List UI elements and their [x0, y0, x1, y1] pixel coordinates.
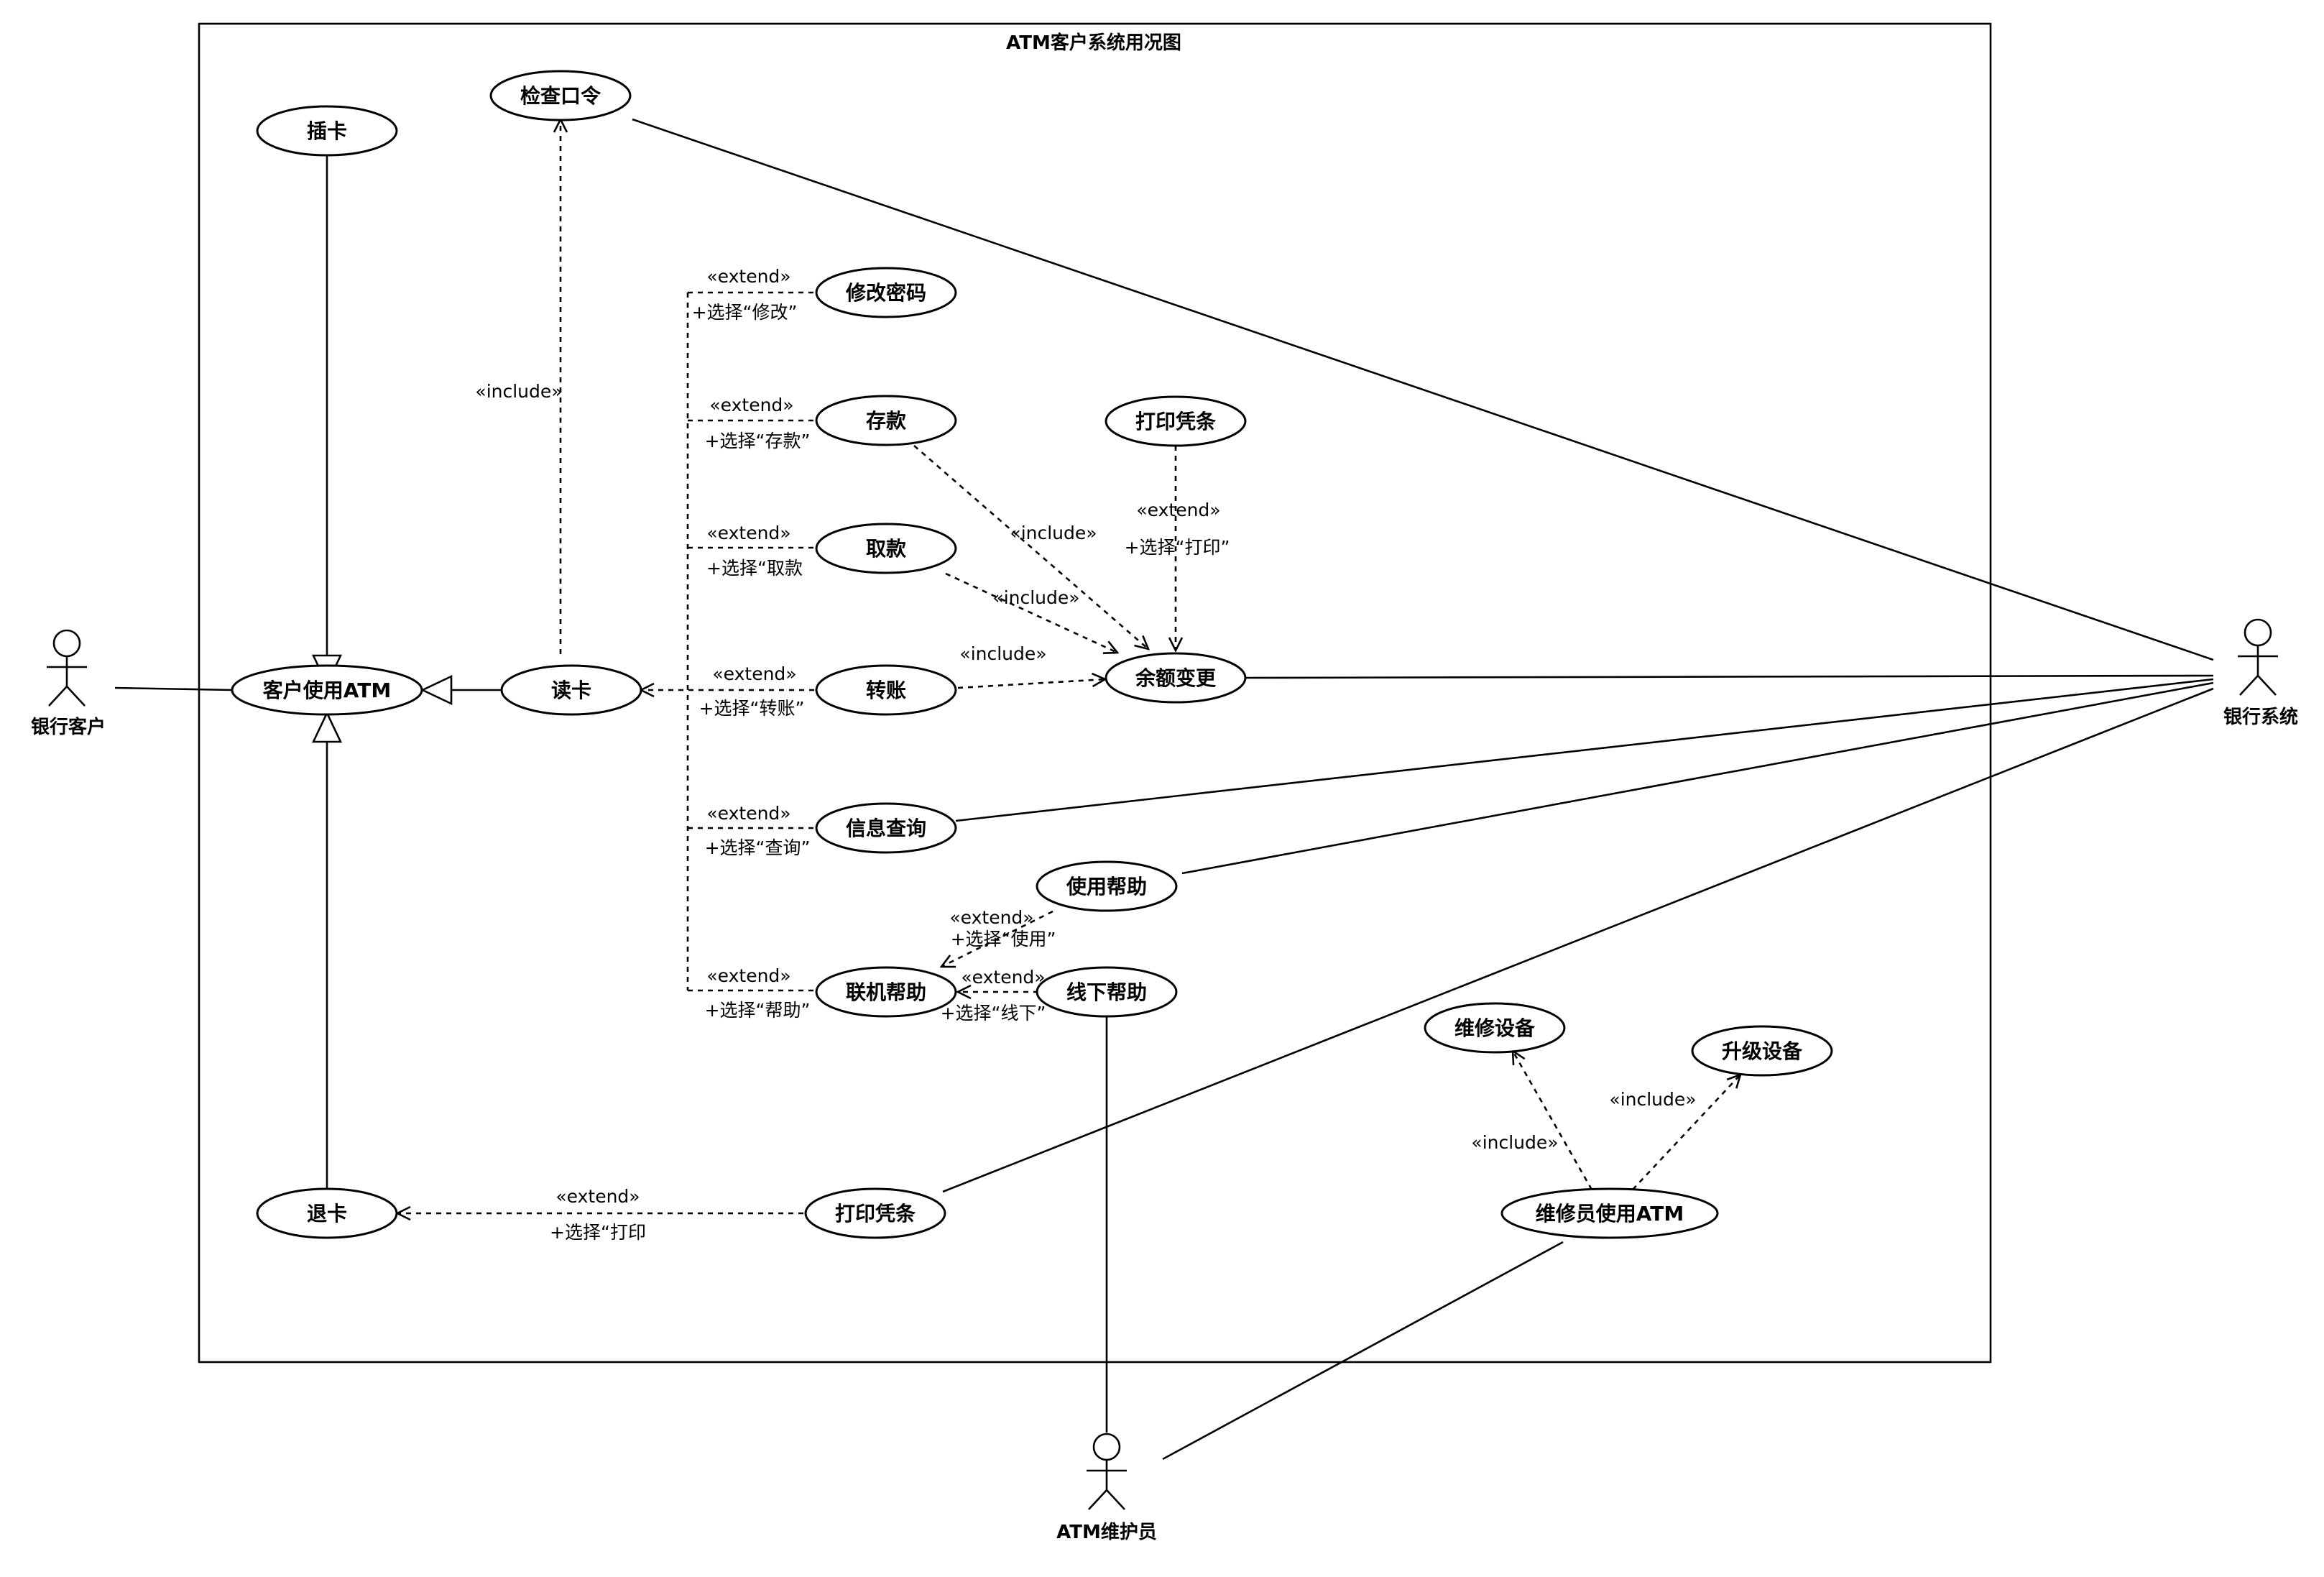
extend-label-offline-help: «extend»: [961, 967, 1045, 988]
use-case-label: 维修员使用ATM: [1536, 1202, 1684, 1226]
use-case-repair-device[interactable]: 维修设备: [1424, 1002, 1566, 1054]
stick-figure-icon: [47, 629, 87, 707]
actor-bank-system[interactable]: 银行系统: [2223, 618, 2298, 728]
extend-label-help: «extend»: [706, 965, 790, 986]
use-case-customer-use-atm[interactable]: 客户使用ATM: [231, 664, 423, 716]
use-case-deposit[interactable]: 存款: [815, 395, 957, 446]
extend-label-deposit: «extend»: [709, 395, 793, 415]
use-case-label: 线下帮助: [1066, 980, 1147, 1004]
system-boundary: [198, 22, 1992, 1364]
include-label-check-password: «include»: [475, 381, 562, 402]
select-label-offline-help: +选择“线下”: [941, 1003, 1046, 1024]
select-label-help: +选择“帮助”: [705, 1000, 811, 1021]
assoc-customer: [114, 686, 233, 691]
actor-label: ATM维护员: [1056, 1521, 1157, 1543]
select-label-print: +选择“打印”: [1125, 537, 1230, 558]
use-case-upgrade-device[interactable]: 升级设备: [1691, 1025, 1833, 1077]
use-case-balance-change[interactable]: 余额变更: [1105, 652, 1247, 704]
stick-figure-icon: [1087, 1433, 1127, 1510]
extend-use-help: [941, 910, 1053, 967]
include-label-repair: «include»: [1471, 1132, 1558, 1153]
use-case-label: 维修设备: [1454, 1016, 1536, 1040]
select-label-modify: +选择“修改”: [692, 302, 798, 323]
actor-label: 银行客户: [31, 716, 106, 738]
extend-label-use-help: «extend»: [949, 907, 1033, 928]
use-case-label: 检查口令: [520, 84, 601, 108]
include-repair: [1513, 1051, 1593, 1190]
use-case-label: 读卡: [551, 679, 591, 702]
select-label-use-help: +选择“使用”: [951, 929, 1056, 950]
assoc-bank-print-bottom: [942, 687, 2214, 1193]
extend-label-withdraw: «extend»: [706, 523, 790, 543]
use-case-label: 插卡: [307, 119, 347, 143]
use-case-withdraw[interactable]: 取款: [815, 523, 957, 574]
use-case-check-password[interactable]: 检查口令: [489, 70, 632, 121]
include-withdraw-balance: [945, 572, 1117, 653]
extend-label-print: «extend»: [1136, 500, 1220, 520]
use-case-label: 退卡: [307, 1202, 347, 1226]
extend-label-modify: «extend»: [706, 266, 790, 287]
select-label-deposit: +选择“存款”: [705, 431, 811, 451]
use-case-read-card[interactable]: 读卡: [500, 664, 642, 716]
use-case-offline-help[interactable]: 线下帮助: [1036, 966, 1178, 1018]
use-case-print-receipt-top[interactable]: 打印凭条: [1105, 395, 1247, 447]
assoc-bank-use-help: [1181, 681, 2214, 875]
use-case-change-password[interactable]: 修改密码: [815, 267, 957, 318]
use-case-transfer[interactable]: 转账: [815, 664, 957, 716]
use-case-label: 打印凭条: [1135, 410, 1216, 433]
use-case-label: 信息查询: [846, 817, 926, 840]
use-case-label: 使用帮助: [1066, 875, 1147, 898]
include-deposit-balance: [913, 445, 1148, 649]
select-label-query: +选择“查询”: [705, 837, 811, 858]
use-case-online-help[interactable]: 联机帮助: [815, 966, 957, 1018]
use-case-label: 联机帮助: [846, 980, 926, 1004]
assoc-bank-check-password: [632, 118, 2214, 661]
include-label-transfer: «include»: [959, 643, 1046, 664]
include-label-withdraw: «include»: [992, 587, 1079, 608]
actor-label: 银行系统: [2223, 706, 2298, 728]
use-case-label: 升级设备: [1722, 1039, 1803, 1063]
use-case-label: 余额变更: [1135, 666, 1217, 690]
select-label-transfer: +选择“转账”: [699, 698, 805, 719]
use-case-label: 取款: [866, 537, 907, 561]
extend-label-print-bottom: «extend»: [555, 1186, 640, 1207]
stick-figure-icon: [2238, 618, 2278, 696]
include-label-upgrade: «include»: [1609, 1089, 1696, 1110]
assoc-maintainer-use-atm: [1162, 1241, 1564, 1461]
include-label-deposit: «include»: [1010, 523, 1097, 543]
use-case-label: 转账: [866, 679, 906, 702]
use-case-info-query[interactable]: 信息查询: [815, 802, 957, 854]
system-title: ATM客户系统用况图: [1006, 32, 1181, 54]
use-case-maintainer-use-atm[interactable]: 维修员使用ATM: [1500, 1187, 1719, 1239]
use-case-use-help[interactable]: 使用帮助: [1036, 860, 1178, 912]
extend-label-query: «extend»: [706, 803, 790, 824]
select-label-withdraw: +选择“取款: [706, 558, 803, 579]
use-case-insert-card[interactable]: 插卡: [256, 105, 398, 157]
use-case-eject-card[interactable]: 退卡: [256, 1187, 398, 1239]
include-upgrade: [1632, 1075, 1740, 1190]
actor-maintainer[interactable]: ATM维护员: [1056, 1433, 1157, 1543]
select-label-print-bottom: +选择“打印: [550, 1222, 646, 1243]
extend-label-transfer: «extend»: [712, 663, 796, 684]
include-transfer-balance: [957, 679, 1105, 689]
use-case-label: 修改密码: [845, 281, 926, 305]
use-case-label: 存款: [866, 409, 907, 433]
use-case-print-receipt-bottom[interactable]: 打印凭条: [804, 1187, 946, 1239]
use-case-label: 客户使用ATM: [263, 679, 391, 702]
assoc-bank-query: [955, 678, 2214, 822]
assoc-bank-balance: [1245, 674, 2214, 679]
actor-customer[interactable]: 银行客户: [31, 629, 106, 738]
use-case-label: 打印凭条: [835, 1202, 916, 1226]
